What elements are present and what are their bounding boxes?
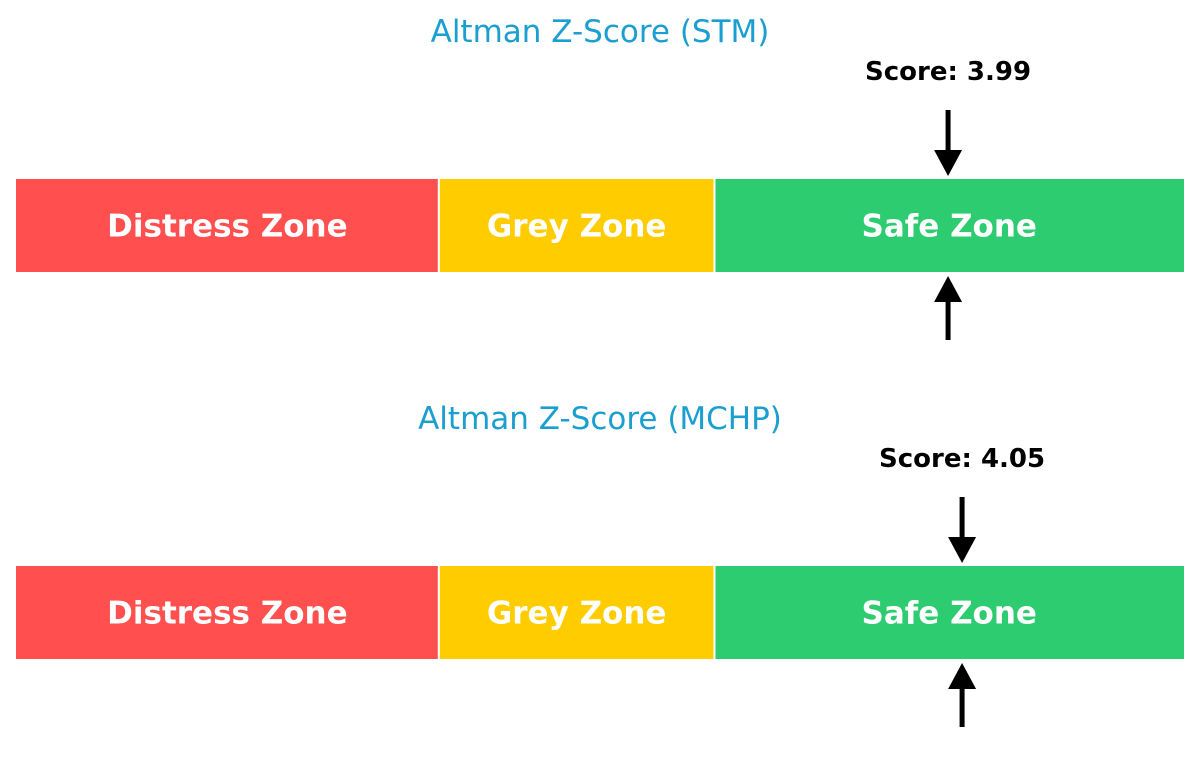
zone-label: Safe Zone — [862, 209, 1037, 245]
score-arrow-down-head — [948, 537, 977, 563]
zone-bar-safe-zone — [714, 179, 1184, 272]
zone-label: Grey Zone — [487, 209, 667, 245]
zone-bar-grey-zone — [438, 179, 715, 272]
zone-label: Distress Zone — [107, 209, 348, 245]
zone-label: Safe Zone — [862, 596, 1037, 632]
zone-bar-distress-zone — [16, 566, 439, 659]
score-label: Score: 4.05 — [879, 444, 1045, 474]
score-arrow-up-head — [934, 276, 963, 302]
score-label: Score: 3.99 — [865, 57, 1031, 87]
zone-bar-distress-zone — [16, 179, 439, 272]
chart-title: Altman Z-Score (STM) — [431, 14, 770, 50]
score-arrow-up-head — [948, 663, 977, 689]
zone-label: Grey Zone — [487, 596, 667, 632]
score-arrow-down-head — [934, 150, 963, 176]
zone-bar-grey-zone — [438, 566, 715, 659]
zone-label: Distress Zone — [107, 596, 348, 632]
chart-title: Altman Z-Score (MCHP) — [418, 401, 782, 437]
zone-bar-safe-zone — [714, 566, 1184, 659]
